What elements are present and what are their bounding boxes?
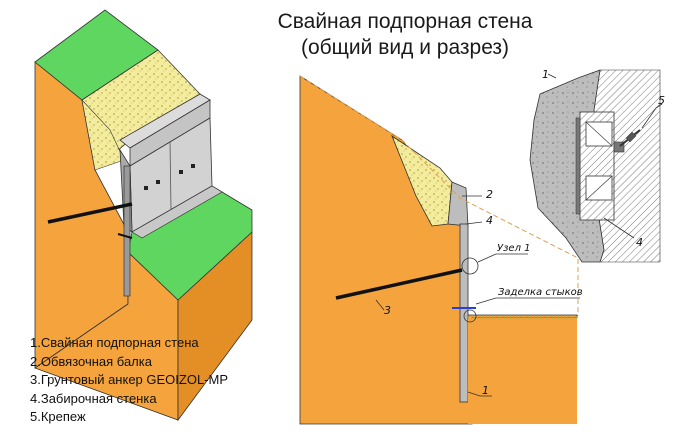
legend-item: 1.Свайная подпорная стена bbox=[30, 335, 199, 350]
section-dashed-outline bbox=[299, 75, 579, 316]
callout-1: 1 bbox=[482, 384, 489, 397]
legend-item: 4.Забирочная стенка bbox=[30, 390, 157, 406]
callout-zadelka: Заделка стыков bbox=[498, 287, 583, 298]
section-view: Узел 1 Заделка стыков 2 4 3 1 bbox=[299, 75, 583, 425]
lower-ledge bbox=[131, 185, 223, 239]
callout-4: 4 bbox=[486, 214, 493, 227]
ground-anchor-section bbox=[335, 268, 463, 300]
page-subtitle: (общий вид и разрез) bbox=[300, 36, 510, 59]
detail-callout-1: 1 bbox=[542, 68, 549, 81]
node-detail-view: 1 5 4 bbox=[529, 68, 665, 263]
section-capping-beam bbox=[447, 181, 469, 227]
legend-item: 3.Грунтовый анкер GEOIZOL-MP bbox=[30, 372, 229, 387]
detail-callout-4: 4 bbox=[636, 236, 643, 249]
legend: 1.Свайная подпорная стена 2.Обвязочная б… bbox=[30, 334, 228, 427]
pile bbox=[123, 165, 131, 297]
legend-item: 5.Крепеж bbox=[30, 409, 86, 424]
drain-holes bbox=[144, 164, 195, 190]
callout-2: 2 bbox=[486, 188, 493, 201]
node-1-marker bbox=[461, 257, 479, 275]
callout-uzel: Узел 1 bbox=[497, 243, 531, 254]
callout-3: 3 bbox=[384, 304, 391, 317]
page-title: Свайная подпорная стена bbox=[277, 10, 533, 33]
legend-item: 2.Обвязочная балка bbox=[30, 353, 152, 369]
detail-bolt bbox=[575, 117, 581, 215]
section-lower-soil bbox=[468, 318, 577, 424]
section-wall bbox=[459, 223, 469, 403]
isometric-view bbox=[34, 9, 253, 422]
ground-anchor-iso bbox=[47, 202, 133, 224]
detail-callout-5: 5 bbox=[658, 94, 665, 107]
